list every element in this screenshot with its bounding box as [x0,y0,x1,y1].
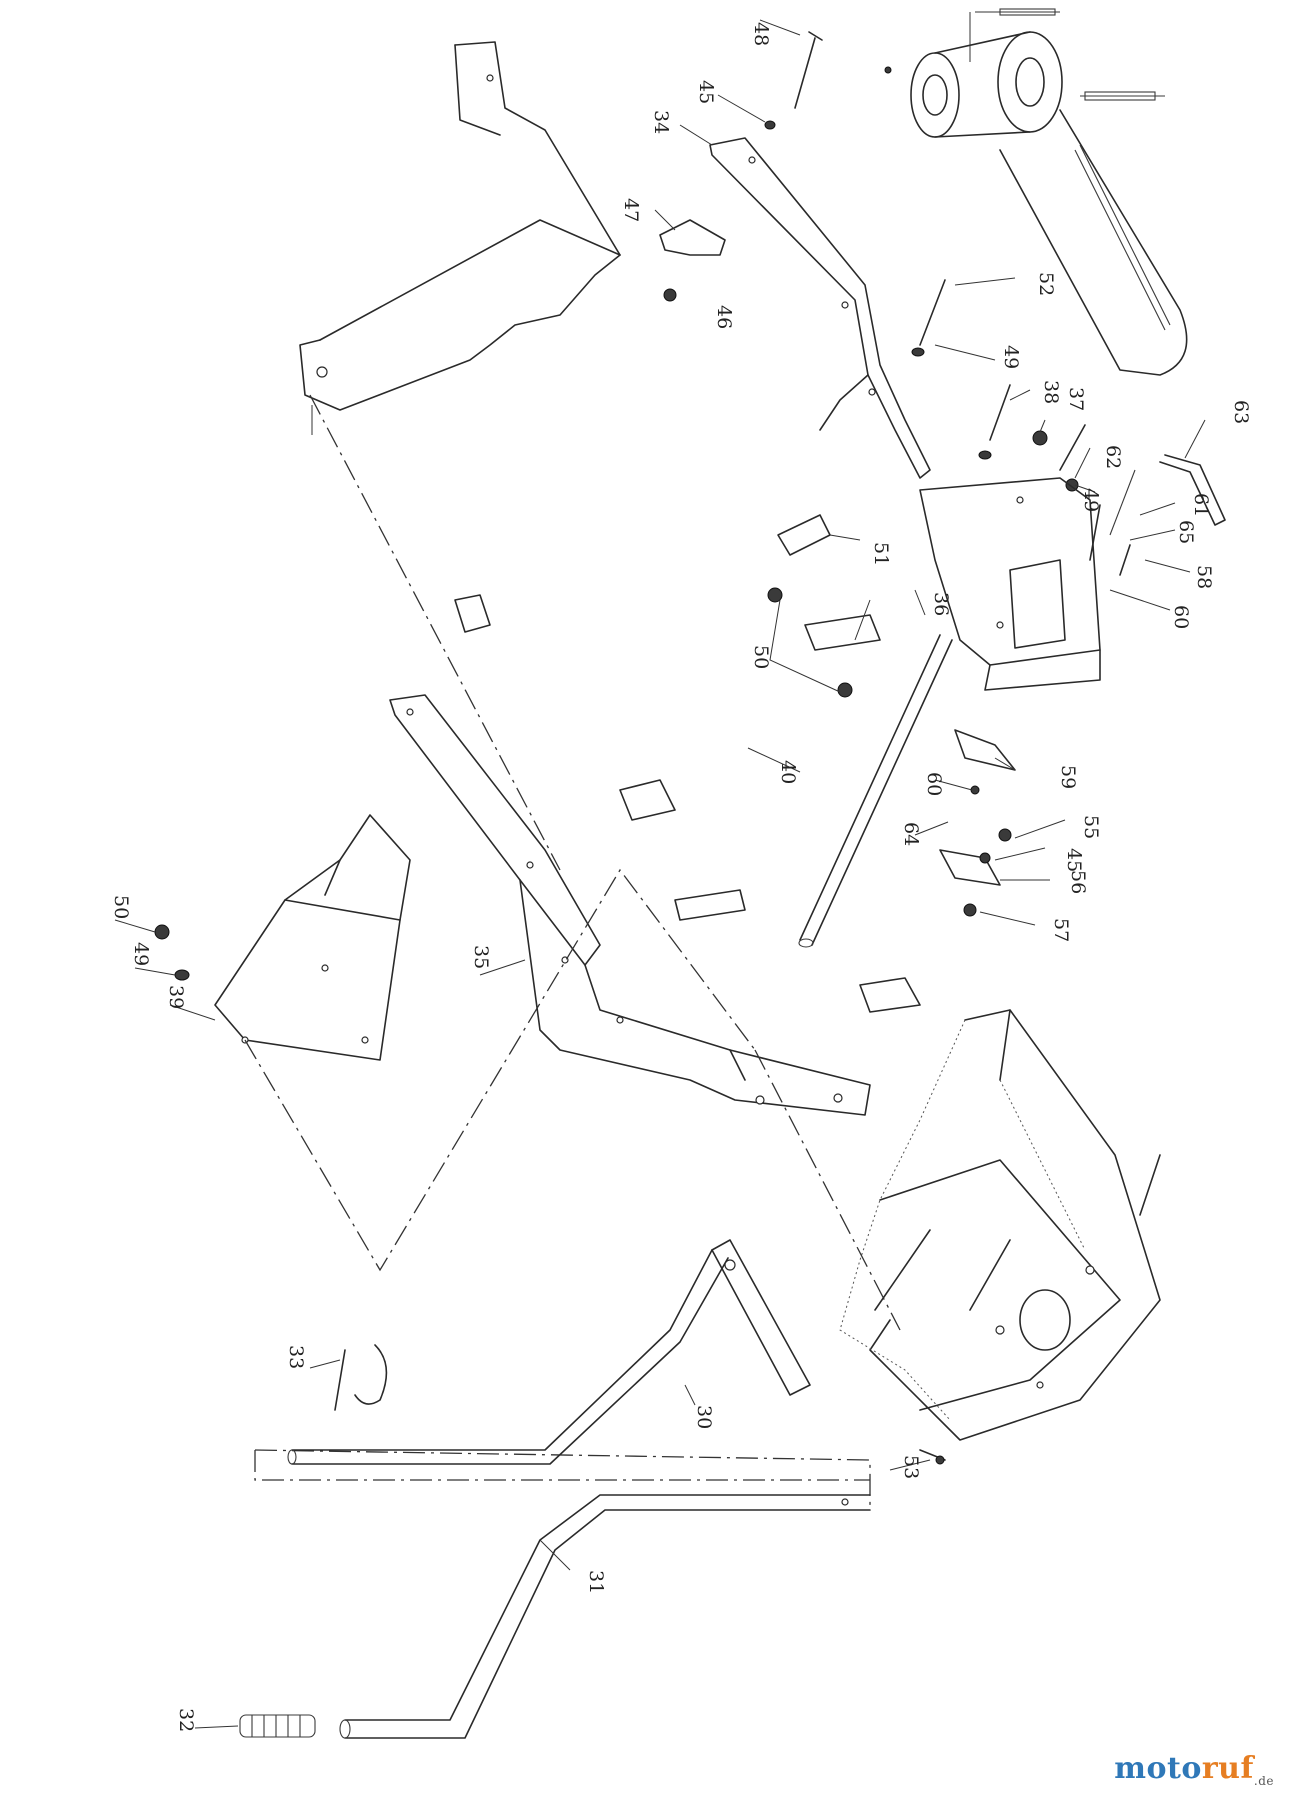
callout-61: 61 [1190,493,1212,517]
rod-40 [798,634,953,948]
callout-51: 51 [870,542,892,566]
callout-31: 31 [585,1570,607,1594]
bolt-48 [764,31,823,130]
callout-34: 34 [650,110,672,134]
callout-56: 56 [1067,870,1089,894]
brackets-59-56 [939,504,1131,917]
callout-60b: 60 [923,772,945,796]
callout-47: 47 [620,198,642,222]
callout-33a: 33 [285,1345,307,1369]
part-35-lower-rail [389,694,871,1116]
callout-53: 53 [900,1455,922,1479]
callout-49a: 49 [1000,345,1022,369]
callout-65: 65 [1175,520,1197,544]
callout-38: 38 [1040,380,1062,404]
part-31-lower-handle [339,1494,871,1739]
callout-57: 57 [1050,918,1072,942]
pin-63 [1109,454,1226,536]
callout-49c: 49 [130,942,152,966]
part-39-channel [154,814,411,1061]
callout-50b: 50 [110,895,132,919]
bracket-47 [659,219,726,302]
watermark-ruf: ruf [1201,1751,1254,1786]
callout-49b: 49 [1080,488,1102,512]
mounting-plate [919,477,1101,691]
callout-40: 40 [777,760,799,784]
callout-36: 36 [930,592,952,616]
callout-52: 52 [1035,272,1057,296]
bolt-set-center [911,279,1086,492]
callout-60a: 60 [1170,605,1192,629]
alignment-lines [244,394,901,1505]
plates-51 [767,514,881,698]
base-frame [839,1009,1161,1461]
leader-lines [114,19,1206,1729]
callout-35: 35 [470,945,492,969]
callout-32: 32 [175,1708,197,1732]
callout-50a: 50 [750,645,772,669]
clamp-plates [454,594,921,1013]
callout-55: 55 [1080,815,1102,839]
clip-33 [334,1344,945,1465]
callout-labels: 48 45 34 47 46 52 49 38 37 62 49 63 61 6… [110,22,1252,1732]
callout-62: 62 [1102,445,1124,469]
callout-30: 30 [693,1405,715,1429]
watermark-moto: moto [1114,1751,1202,1786]
watermark-tld: .de [1253,1774,1274,1788]
callout-64: 64 [900,822,922,846]
callout-59: 59 [1057,765,1079,789]
upper-cover-housing [299,41,621,411]
callout-45b: 45 [1063,848,1085,872]
callout-39: 39 [165,985,187,1009]
callout-37: 37 [1065,387,1087,411]
part-30-handle [287,1239,811,1465]
grip-32 [239,1714,316,1738]
callout-45: 45 [695,80,717,104]
callout-63: 63 [1230,400,1252,424]
part-34-upper-rail [709,137,931,479]
callout-46: 46 [713,305,735,329]
motoruf-watermark: motoruf.de [1114,1751,1274,1788]
callout-58: 58 [1193,565,1215,589]
callout-48: 48 [750,22,772,46]
pulley-assembly [884,8,1188,376]
